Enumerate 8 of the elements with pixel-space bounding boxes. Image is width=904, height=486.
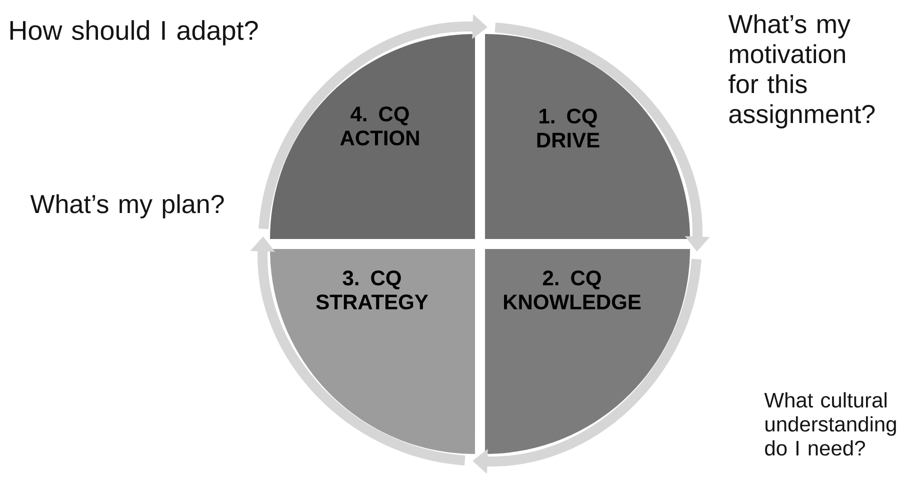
quadrant: 3. CQ STRATEGY — [270, 248, 475, 454]
question-text: What’s my motivation for this assignment? — [728, 14, 875, 128]
question-text: What’s my plan? — [30, 194, 224, 218]
question-text: How should I adapt? — [10, 20, 258, 46]
quadrant: 1. CQ DRIVE — [485, 34, 690, 239]
quadrant: 2. CQ KNOWLEDGE — [485, 248, 690, 454]
quadrant: 4. CQ ACTION — [270, 34, 475, 239]
question-text: What cultural understanding do I need? — [764, 392, 896, 456]
